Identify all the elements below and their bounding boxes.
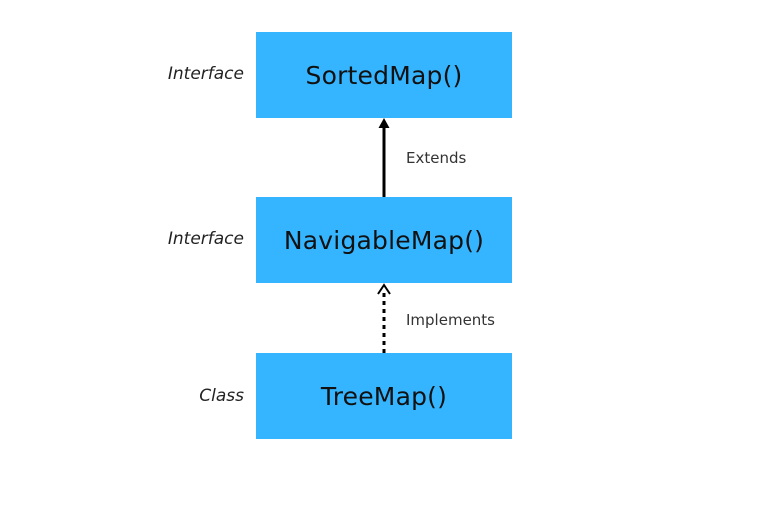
sortedmap-kind-label: Interface	[167, 64, 244, 84]
extends-label: Extends	[406, 149, 467, 167]
implements-arrowhead	[377, 283, 391, 295]
treemap-kind-label: Class	[199, 386, 244, 406]
implements-label: Implements	[406, 311, 495, 329]
treemap-box-label: TreeMap()	[320, 381, 448, 411]
treemap-box: TreeMap()	[256, 353, 512, 439]
navigablemap-box: NavigableMap()	[256, 197, 512, 283]
sortedmap-box: SortedMap()	[256, 32, 512, 118]
navigablemap-kind-label: Interface	[167, 229, 244, 249]
navigablemap-box-label: NavigableMap()	[283, 225, 485, 255]
extends-arrowhead	[378, 118, 390, 128]
sortedmap-box-label: SortedMap()	[305, 60, 463, 90]
